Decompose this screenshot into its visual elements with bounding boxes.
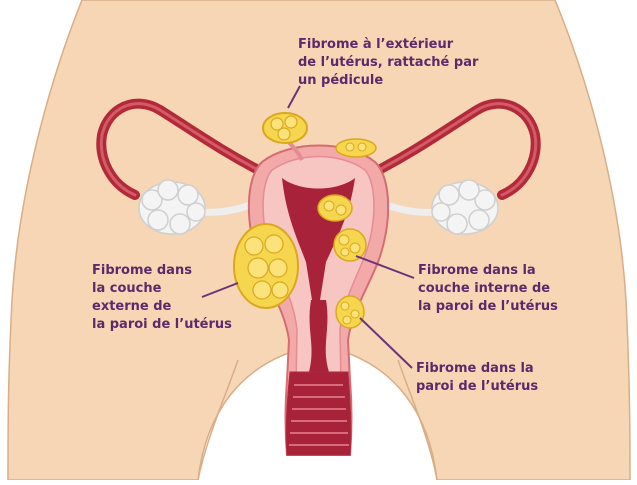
label-submucosal-fibroid: Fibrome dans la couche interne de la par… [418,262,558,316]
fibroid-cavity [318,195,352,221]
fibroid-subserosal [234,224,298,308]
cervical-canal [309,300,329,372]
fibroid-fundus [336,139,376,157]
fibroid-submucosal [334,229,366,261]
fibroid-pedunculated [263,113,307,143]
label-pedunculated-fibroid: Fibrome à l’extérieur de l’utérus, ratta… [298,36,478,90]
fibroid-intramural [336,296,364,328]
label-intramural-fibroid: Fibrome dans la paroi de l’utérus [416,360,538,396]
label-subserosal-fibroid: Fibrome dans la couche externe de la par… [92,262,232,334]
